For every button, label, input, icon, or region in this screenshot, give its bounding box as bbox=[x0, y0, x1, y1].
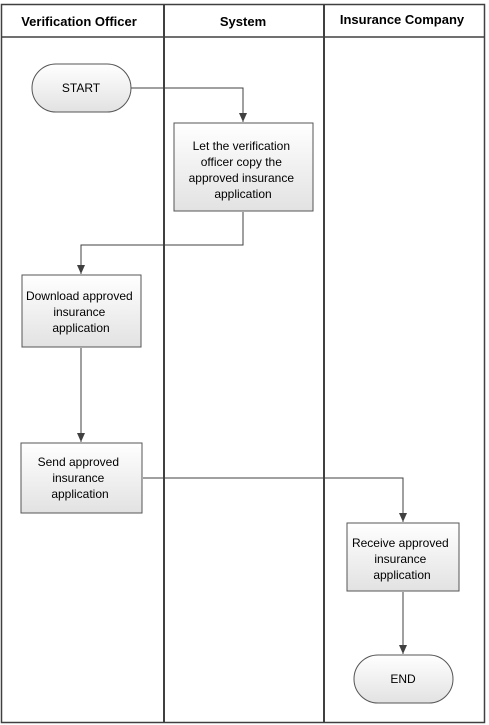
diagram-frame bbox=[0, 3, 486, 724]
receive-application-label: Receive approved insurance application bbox=[352, 536, 452, 582]
download-application-label: Download approved insurance application bbox=[26, 289, 136, 335]
start-label: START bbox=[62, 81, 101, 95]
copy-application-label-line: officer copy the bbox=[201, 155, 282, 169]
send-application-label-line: Send approved bbox=[38, 455, 119, 469]
send-application-label-line: insurance bbox=[52, 471, 104, 485]
download-application-label-line: Download approved bbox=[26, 289, 133, 303]
copy-application-label-line: application bbox=[214, 187, 271, 201]
receive-application-label-line: insurance bbox=[374, 552, 426, 566]
lane-borders bbox=[0, 3, 486, 724]
copy-application-label-line: approved insurance bbox=[189, 171, 295, 185]
start-label-line: START bbox=[62, 81, 101, 95]
lane-title-insurance-company: Insurance Company bbox=[340, 12, 465, 27]
lane-system: System bbox=[220, 14, 266, 29]
copy-application-process: Let the verification officer copy the ap… bbox=[173, 122, 314, 212]
copy-application-label: Let the verification officer copy the ap… bbox=[189, 139, 298, 201]
lane-insurance-company: Insurance Company bbox=[340, 12, 465, 27]
connector-send-to-receive bbox=[143, 477, 407, 522]
download-application-label-line: insurance bbox=[53, 305, 105, 319]
connectors bbox=[77, 87, 407, 654]
lane-title-verification-officer: Verification Officer bbox=[21, 14, 137, 29]
receive-application-label-line: application bbox=[373, 568, 430, 582]
end-label: END bbox=[390, 672, 416, 686]
lane-verification-officer: Verification Officer bbox=[21, 14, 137, 29]
send-application-process: Send approved insurance application bbox=[20, 442, 143, 514]
receive-application-label-line: Receive approved bbox=[352, 536, 449, 550]
end-label-line: END bbox=[390, 672, 416, 686]
connector-copy-to-download bbox=[77, 212, 244, 274]
download-application-label-line: application bbox=[52, 321, 109, 335]
end-terminator: END bbox=[353, 654, 454, 704]
download-application-process: Download approved insurance application bbox=[21, 274, 142, 348]
send-application-label-line: application bbox=[51, 487, 108, 501]
send-application-label: Send approved insurance application bbox=[38, 455, 123, 501]
copy-application-label-line: Let the verification bbox=[193, 139, 290, 153]
connector-start-to-copy bbox=[131, 87, 247, 122]
lane-title-system: System bbox=[220, 14, 266, 29]
receive-application-process: Receive approved insurance application bbox=[346, 522, 460, 592]
start-terminator: START bbox=[31, 63, 132, 113]
